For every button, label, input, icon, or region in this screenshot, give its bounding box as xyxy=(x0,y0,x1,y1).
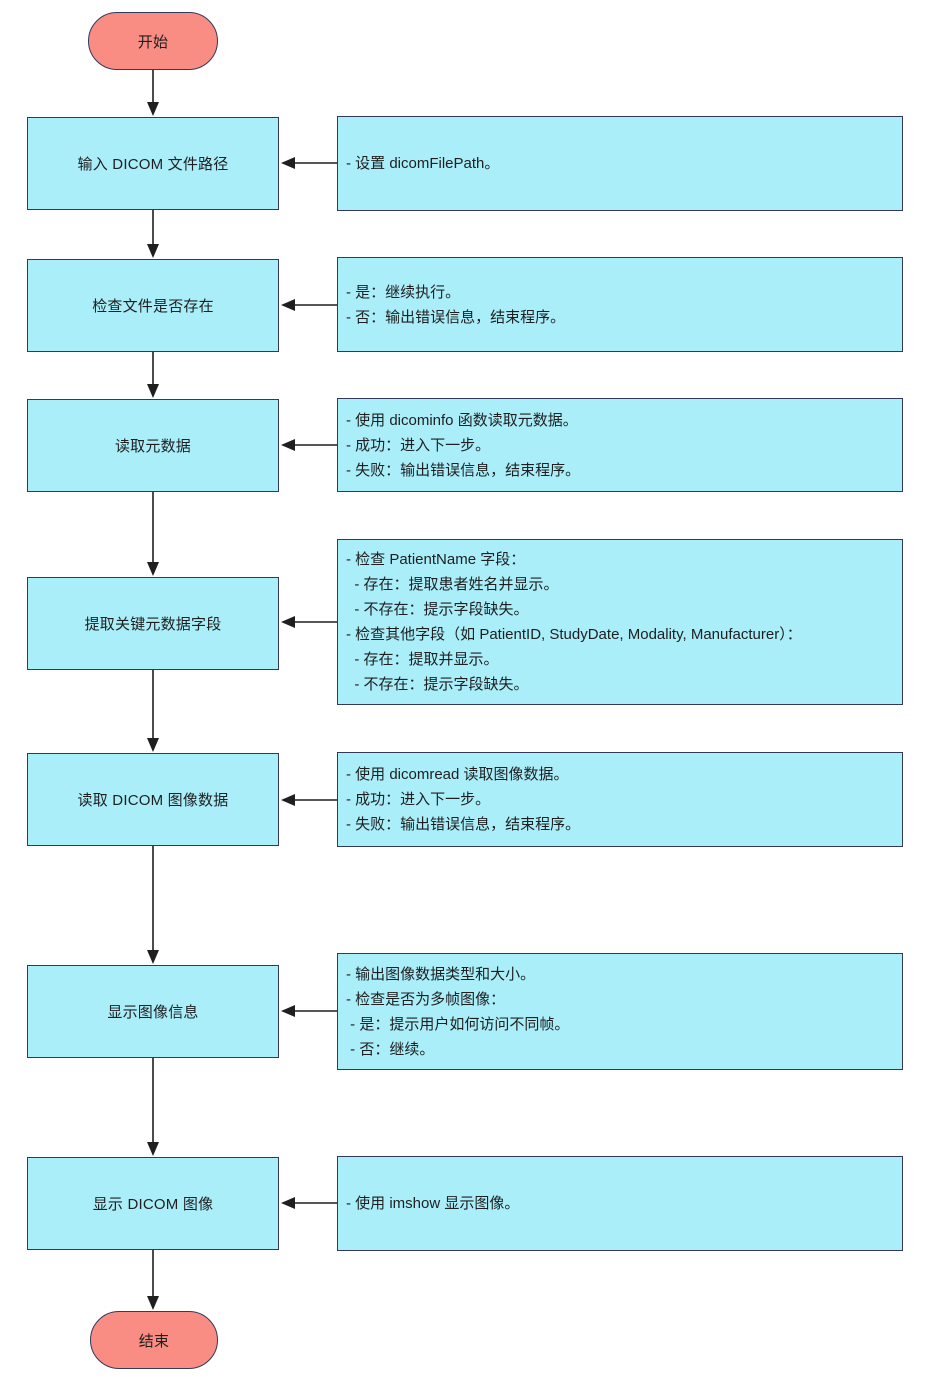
note-node-read-image: - 使用 dicomread 读取图像数据。 - 成功：进入下一步。 - 失败：… xyxy=(337,752,903,847)
note-node-show-image-info: - 输出图像数据类型和大小。 - 检查是否为多帧图像： - 是：提示用户如何访问… xyxy=(337,953,903,1070)
step-label: 读取元数据 xyxy=(114,438,191,455)
note-text: - 是：继续执行。 - 否：输出错误信息，结束程序。 xyxy=(346,283,566,326)
note-text: - 使用 dicominfo 函数读取元数据。 - 成功：进入下一步。 - 失败… xyxy=(346,411,581,479)
step-label: 显示图像信息 xyxy=(107,1004,199,1021)
step-label: 检查文件是否存在 xyxy=(92,298,214,315)
note-text: - 设置 dicomFilePath。 xyxy=(346,155,500,172)
note-text: - 使用 imshow 显示图像。 xyxy=(346,1195,520,1212)
note-node-input-path: - 设置 dicomFilePath。 xyxy=(337,116,903,211)
end-node: 结束 xyxy=(90,1311,218,1369)
step-node-display-image: 显示 DICOM 图像 xyxy=(27,1157,279,1250)
note-text: - 输出图像数据类型和大小。 - 检查是否为多帧图像： - 是：提示用户如何访问… xyxy=(346,965,570,1058)
note-node-extract-fields: - 检查 PatientName 字段： - 存在：提取患者姓名并显示。 - 不… xyxy=(337,539,903,705)
step-label: 提取关键元数据字段 xyxy=(84,616,222,633)
step-node-show-image-info: 显示图像信息 xyxy=(27,965,279,1058)
step-node-check-file: 检查文件是否存在 xyxy=(27,259,279,352)
step-label: 显示 DICOM 图像 xyxy=(92,1196,214,1213)
step-node-input-path: 输入 DICOM 文件路径 xyxy=(27,117,279,210)
note-text: - 使用 dicomread 读取图像数据。 - 成功：进入下一步。 - 失败：… xyxy=(346,766,581,833)
end-label: 结束 xyxy=(138,1332,170,1350)
note-node-read-metadata: - 使用 dicominfo 函数读取元数据。 - 成功：进入下一步。 - 失败… xyxy=(337,398,903,492)
step-label: 输入 DICOM 文件路径 xyxy=(77,156,229,173)
note-node-check-file: - 是：继续执行。 - 否：输出错误信息，结束程序。 xyxy=(337,257,903,352)
note-node-display-image: - 使用 imshow 显示图像。 xyxy=(337,1156,903,1251)
start-node: 开始 xyxy=(88,12,218,70)
step-node-read-image: 读取 DICOM 图像数据 xyxy=(27,753,279,846)
step-node-extract-fields: 提取关键元数据字段 xyxy=(27,577,279,670)
step-label: 读取 DICOM 图像数据 xyxy=(77,792,229,809)
step-node-read-metadata: 读取元数据 xyxy=(27,399,279,492)
start-label: 开始 xyxy=(137,33,169,51)
note-text: - 检查 PatientName 字段： - 存在：提取患者姓名并显示。 - 不… xyxy=(346,551,802,693)
